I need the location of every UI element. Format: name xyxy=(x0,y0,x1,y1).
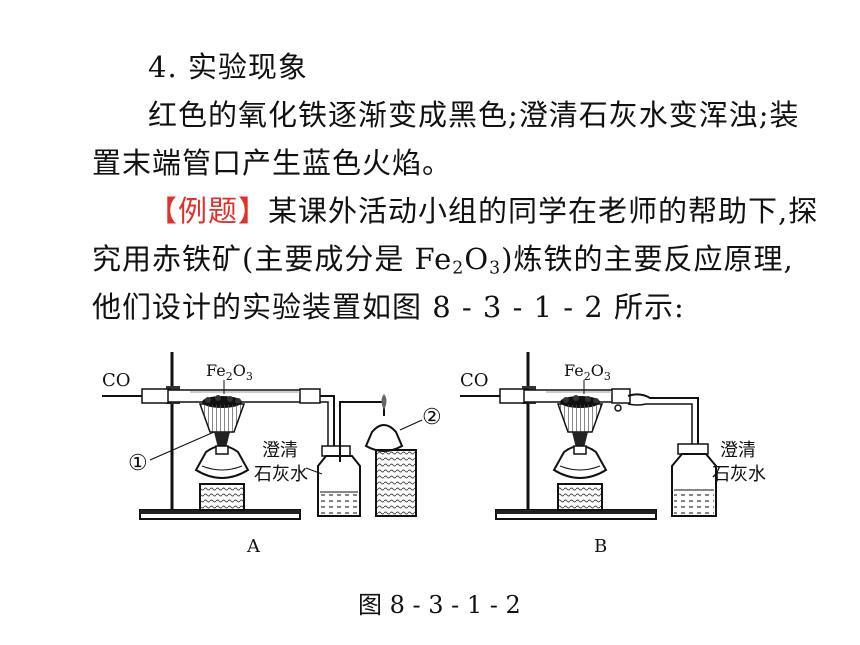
paragraph-line-1: 红色的氧化铁逐渐变成黑色;澄清石灰水变浑浊;装 xyxy=(148,98,800,132)
fe2o3-label-b: Fe2O3 xyxy=(564,361,611,383)
wire-gauze-b xyxy=(556,403,604,433)
leader-1-a xyxy=(149,431,215,461)
burner-2-a xyxy=(364,394,417,517)
apparatus-b: CO Fe2O3 澄清 石灰水 B xyxy=(460,352,766,557)
fe2o3-powder-a xyxy=(202,395,242,408)
section-heading: 4. 实验现象 xyxy=(148,50,308,84)
alcohol-lamp-b xyxy=(552,432,608,479)
apparatus-letter-b: B xyxy=(594,536,607,557)
co-label-b: CO xyxy=(460,370,489,391)
limewater-label-a-line2: 石灰水 xyxy=(254,464,308,485)
wood-block-b xyxy=(557,483,603,511)
apparatus-letter-a: A xyxy=(246,536,261,557)
paragraph-line-4: 究用赤铁矿(主要成分是 Fe2O3)炼铁的主要反应原理, xyxy=(92,242,794,285)
figure-caption: 图 8 - 3 - 1 - 2 xyxy=(358,591,521,619)
line4-part-b: O xyxy=(464,242,490,276)
alcohol-lamp-a xyxy=(194,432,250,479)
limewater-label-b-line1: 澄清 xyxy=(720,440,756,461)
fe2o3-label-a: Fe2O3 xyxy=(206,361,253,383)
example-tag: 【例题】 xyxy=(148,194,269,228)
wood-block-a xyxy=(199,483,245,511)
marker-2-a: ② xyxy=(422,405,442,430)
co-inlet-a xyxy=(102,388,171,404)
wire-gauze-a xyxy=(198,403,246,433)
fe2o3-powder-b xyxy=(560,395,600,408)
co-inlet-b xyxy=(460,388,529,404)
limewater-bottle-a xyxy=(317,445,361,517)
example-text: 某课外活动小组的同学在老师的帮助下,探 xyxy=(268,194,819,228)
exhaust-tube-a xyxy=(339,401,385,462)
line4-sub-1: 2 xyxy=(452,258,465,279)
glass-tube-a xyxy=(167,388,321,404)
leader-2-a xyxy=(399,419,423,431)
glass-tube-b xyxy=(523,388,631,404)
iron-stand-b xyxy=(495,352,657,520)
connecting-tube-a xyxy=(320,395,335,462)
co-label-a: CO xyxy=(102,370,131,391)
leader-water-a xyxy=(305,467,323,475)
paragraph-line-2: 置末端管口产生蓝色火焰。 xyxy=(92,146,453,180)
iron-stand-a xyxy=(139,352,301,520)
limewater-label-a-line1: 澄清 xyxy=(262,440,298,461)
line4-part-c: )炼铁的主要反应原理, xyxy=(501,242,794,276)
apparatus-a: CO Fe2O3 ① ② 澄清 石灰水 A xyxy=(102,352,442,557)
marker-1-a: ① xyxy=(128,451,148,476)
limewater-label-b-line2: 石灰水 xyxy=(712,464,766,485)
paragraph-line-5: 他们设计的实验装置如图 8 - 3 - 1 - 2 所示: xyxy=(92,290,685,324)
example-line: 【例题】某课外活动小组的同学在老师的帮助下,探 xyxy=(148,194,818,228)
line4-sub-2: 3 xyxy=(489,258,502,279)
line4-part-a: 究用赤铁矿(主要成分是 Fe xyxy=(92,242,453,276)
connecting-tube-b xyxy=(627,393,699,452)
limewater-bottle-b xyxy=(671,443,717,517)
